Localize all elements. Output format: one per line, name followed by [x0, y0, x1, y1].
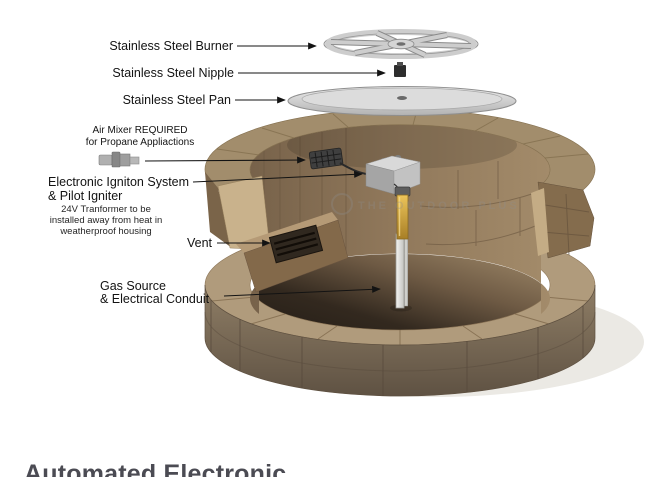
air-mixer-internal [308, 147, 344, 170]
diagram-title: Automated Electronic Ignition System Fir… [24, 392, 430, 477]
label-air-mixer-2: for Propane Appliactions [86, 137, 194, 148]
stainless-nipple [394, 62, 406, 77]
mixer-wire [339, 162, 367, 175]
watermark: THE OUTDOOR PLUS [331, 193, 520, 215]
stainless-pan [287, 86, 517, 116]
label-pan: Stainless Steel Pan [123, 93, 231, 107]
label-ignition-note-3: weatherproof housing [59, 226, 151, 237]
label-burner: Stainless Steel Burner [109, 39, 233, 53]
leader-lines [144, 42, 386, 297]
wall-top-rim [204, 109, 596, 191]
internal-components [308, 147, 421, 312]
callout-labels: Stainless Steel Burner Stainless Steel N… [48, 39, 234, 306]
label-gas-2: & Electrical Conduit [100, 292, 210, 306]
label-air-mixer-1: Air Mixer REQUIRED [92, 125, 187, 136]
cut-face-right [531, 188, 549, 256]
watermark-text: THE OUTDOOR PLUS [358, 200, 520, 212]
right-wall-joints [541, 193, 590, 256]
front-wall-joints [204, 300, 596, 396]
gas-pipe [395, 233, 405, 309]
label-ignition-1: Electronic Igniton System [48, 175, 189, 189]
leader-ignition [192, 170, 363, 183]
electrical-conduit [404, 237, 408, 307]
label-ignition-note-1: 24V Tranformer to be [61, 204, 151, 215]
label-ignition-note-2: installed away from heat in [50, 215, 162, 226]
air-mixer-photo [98, 151, 140, 168]
ring-brick-joints [211, 296, 589, 345]
label-ignition-2: & Pilot Igniter [48, 189, 122, 203]
label-vent: Vent [187, 236, 213, 250]
leader-gas [223, 285, 381, 297]
pilot-igniter [394, 186, 411, 240]
outer-wall-left [205, 172, 232, 248]
label-gas-1: Gas Source [100, 279, 166, 293]
title-line-1: Automated Electronic [24, 460, 287, 477]
pan-inner-shadow [287, 121, 517, 169]
ignition-module [365, 155, 421, 195]
label-nipple: Stainless Steel Nipple [112, 66, 234, 80]
leader-air-mixer [144, 156, 306, 164]
watermark-logo [331, 193, 353, 215]
vent-grille [268, 224, 324, 264]
stainless-burner [323, 29, 479, 59]
